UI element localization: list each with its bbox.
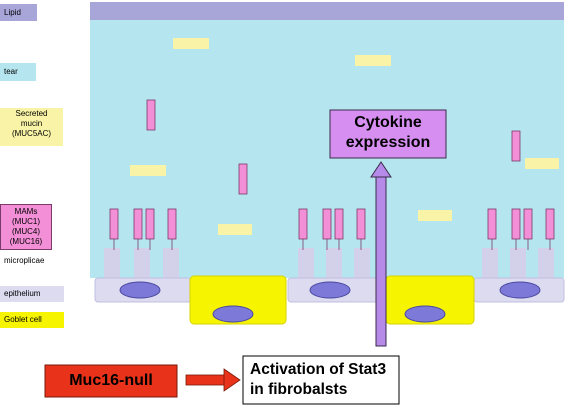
mam-mucin	[511, 130, 521, 162]
secreted-mucin	[130, 165, 166, 176]
legend-tear: tear	[0, 63, 36, 81]
muc16-null-box	[44, 364, 178, 398]
legend-lipid-label: Lipid	[4, 8, 21, 17]
legend-goblet-cell-label: Goblet cell	[4, 315, 42, 324]
legend-mams: MAMs (MUC1) (MUC4) (MUC16)	[0, 204, 52, 250]
legend-mams-line1: MAMs	[14, 207, 38, 216]
legend-epithelium-label: epithelium	[4, 289, 41, 298]
stat3-activation-text: Activation of Stat3 in fibrobalsts	[250, 360, 398, 400]
red-arrow	[185, 368, 241, 392]
cytokine-expression-box	[329, 109, 447, 159]
legend-tear-label: tear	[4, 67, 18, 76]
legend-mams-line2: (MUC1)	[12, 217, 40, 226]
secreted-mucin	[218, 224, 252, 235]
muc16-null-label: Muc16-null	[69, 372, 153, 389]
secreted-mucin	[418, 210, 452, 221]
legend-epithelium: epithelium	[0, 286, 64, 302]
secreted-mucin	[173, 38, 209, 49]
legend-goblet-cell: Goblet cell	[0, 312, 64, 328]
secreted-mucins	[130, 38, 559, 235]
legend-microplicae: microplicae	[0, 256, 44, 266]
nucleus	[499, 281, 541, 299]
mam-mucin	[146, 99, 156, 131]
cytokine-line2: expression	[345, 134, 431, 151]
epithelium-cells	[94, 277, 565, 303]
goblet-cells	[189, 275, 475, 325]
upward-arrow	[370, 161, 392, 347]
nucleus	[212, 305, 254, 323]
legend-mams-line3: (MUC4)	[12, 227, 40, 236]
mam-mucin	[238, 163, 248, 195]
secreted-mucin	[355, 55, 391, 66]
cytokine-expression-text: Cytokine expression	[330, 113, 446, 153]
legend-secreted-mucin-line1: Secreted	[15, 109, 48, 118]
secreted-mucin	[525, 158, 559, 169]
nucleus	[309, 281, 351, 299]
muc16-null-text: Muc16-null	[45, 371, 177, 391]
stat3-line2: in fibrobalsts	[250, 381, 348, 398]
legend-secreted-mucin: Secreted mucin (MUC5AC)	[0, 108, 63, 146]
stat3-line1: Activation of Stat3	[250, 361, 387, 378]
legend-secreted-mucin-line2: mucin	[20, 119, 43, 128]
legend-lipid: Lipid	[0, 4, 37, 21]
legend-mams-line4: (MUC16)	[9, 237, 43, 246]
nucleus	[119, 281, 161, 299]
microplicae-group	[104, 248, 554, 280]
nucleus	[404, 305, 446, 323]
stat3-activation-box	[242, 355, 400, 405]
lipid-layer	[90, 2, 564, 20]
anchored-mams	[109, 208, 555, 250]
legend-microplicae-label: microplicae	[4, 256, 45, 265]
legend-secreted-mucin-line3: (MUC5AC)	[11, 129, 52, 138]
cytokine-line1: Cytokine	[354, 114, 422, 131]
floating-mams	[146, 99, 521, 195]
